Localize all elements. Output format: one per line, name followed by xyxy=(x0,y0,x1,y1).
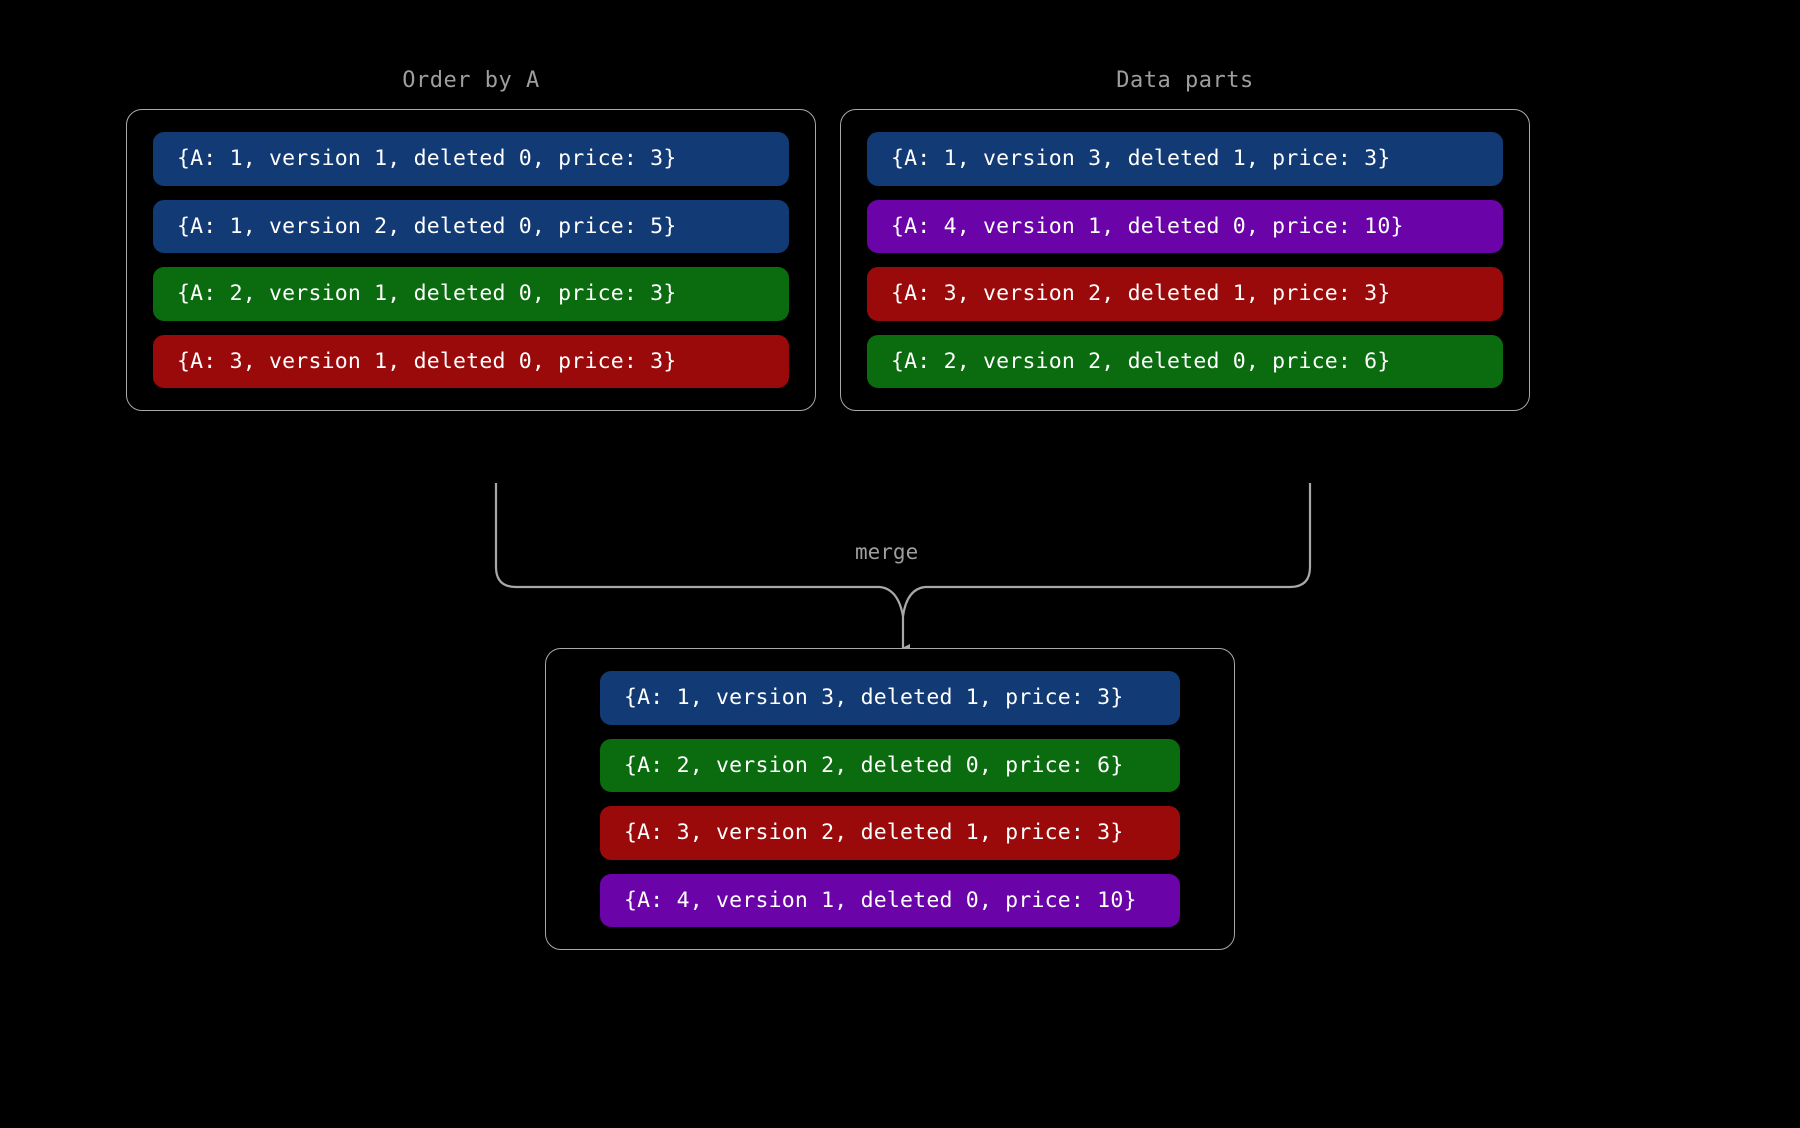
group-data-parts: Data parts {A: 1, version 3, deleted 1, … xyxy=(840,68,1530,411)
connector-junction-right xyxy=(901,585,926,617)
merge-label: merge xyxy=(855,540,919,564)
connector-junction-left xyxy=(879,585,905,617)
group-order-by-a: Order by A {A: 1, version 1, deleted 0, … xyxy=(126,68,816,411)
row-pill[interactable]: {A: 3, version 2, deleted 1, price: 3} xyxy=(867,267,1503,321)
order-by-a-caption: Order by A xyxy=(402,68,540,93)
connector-path-right xyxy=(925,483,1312,589)
row-pill[interactable]: {A: 3, version 1, deleted 0, price: 3} xyxy=(153,334,789,388)
row-pill[interactable]: {A: 1, version 1, deleted 0, price: 3} xyxy=(153,132,789,186)
row-pill[interactable]: {A: 1, version 3, deleted 1, price: 3} xyxy=(867,132,1503,186)
row-pill[interactable]: {A: 1, version 2, deleted 0, price: 5} xyxy=(153,199,789,253)
connector-path-left xyxy=(494,483,880,589)
data-parts-panel: {A: 1, version 3, deleted 1, price: 3} {… xyxy=(840,109,1530,411)
group-merged-result: {A: 1, version 3, deleted 1, price: 3} {… xyxy=(545,648,1235,950)
row-pill[interactable]: {A: 2, version 2, deleted 0, price: 6} xyxy=(867,334,1503,388)
row-pill[interactable]: {A: 2, version 1, deleted 0, price: 3} xyxy=(153,267,789,321)
row-pill[interactable]: {A: 2, version 2, deleted 0, price: 6} xyxy=(600,738,1180,792)
row-pill[interactable]: {A: 4, version 1, deleted 0, price: 10} xyxy=(867,199,1503,253)
merged-panel: {A: 1, version 3, deleted 1, price: 3} {… xyxy=(545,648,1235,950)
order-by-a-panel: {A: 1, version 1, deleted 0, price: 3} {… xyxy=(126,109,816,411)
row-pill[interactable]: {A: 3, version 2, deleted 1, price: 3} xyxy=(600,806,1180,860)
row-pill[interactable]: {A: 4, version 1, deleted 0, price: 10} xyxy=(600,873,1180,927)
row-pill[interactable]: {A: 1, version 3, deleted 1, price: 3} xyxy=(600,671,1180,725)
data-parts-caption: Data parts xyxy=(1116,68,1254,93)
